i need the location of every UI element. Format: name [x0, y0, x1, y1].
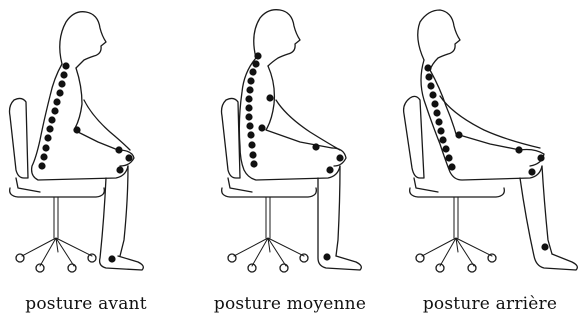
caption-forward: posture avant	[0, 294, 172, 320]
caption-backward: posture arrière	[400, 294, 580, 320]
office-chair-icon	[404, 96, 505, 272]
spine-dot-icon	[245, 52, 343, 260]
figure-forward	[10, 12, 144, 272]
spine-dot-icon	[38, 62, 132, 262]
spine-dot-icon	[424, 64, 548, 250]
seated-figure-icon	[239, 10, 361, 270]
figure-middle	[222, 10, 362, 272]
figure-backward	[404, 10, 578, 272]
caption-middle: posture moyenne	[190, 294, 390, 320]
office-chair-icon	[10, 98, 105, 272]
